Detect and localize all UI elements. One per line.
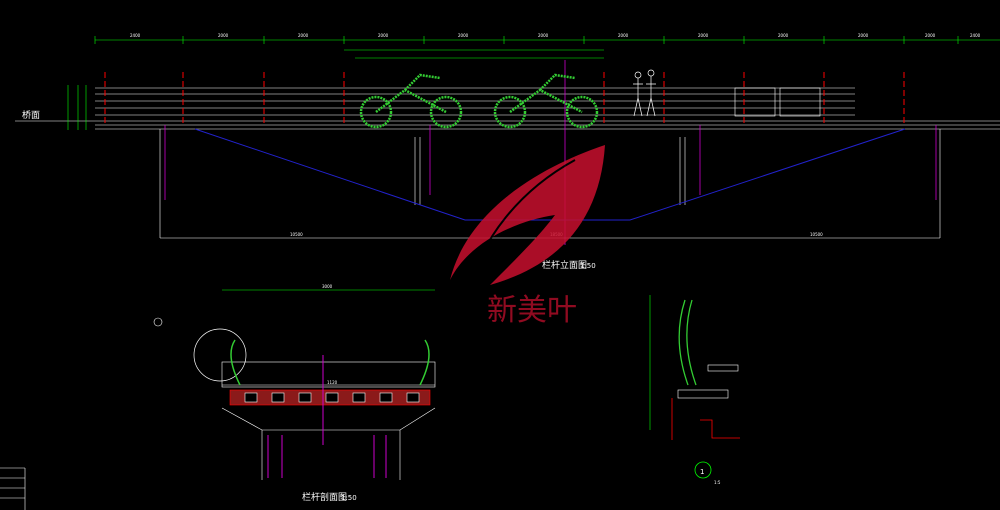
- dim-label: 2000: [298, 33, 309, 38]
- watermark-logo: 新美叶: [450, 145, 605, 328]
- dim-label: 2000: [218, 33, 229, 38]
- detail-marker-circle: [694, 461, 712, 479]
- dim-label: 2000: [458, 33, 469, 38]
- slope-line: [194, 128, 906, 221]
- railing-section-view: 3000 1120 栏: [153, 284, 436, 503]
- title-block-lines: [0, 467, 26, 510]
- elevation-title: 栏杆立面图: [542, 259, 587, 271]
- dim-label: 2000: [618, 33, 629, 38]
- leaf-icon: [450, 145, 605, 285]
- railing-elevation-view: 2400 2000 2000 2000 2000 2000 2000 2000 …: [15, 33, 1000, 271]
- section-scale: 1:50: [341, 494, 357, 502]
- watermark-text: 新美叶: [487, 293, 577, 328]
- dim-label: 2000: [778, 33, 789, 38]
- dim-label: 2400: [130, 33, 141, 38]
- human-figures: [633, 69, 656, 117]
- left-vertical-dims: [67, 85, 87, 130]
- section-width-dim: 3000: [322, 284, 333, 289]
- detail-callout-circle: [193, 328, 247, 382]
- dim-label: 2000: [538, 33, 549, 38]
- detail-marker-scale: 1:5: [714, 480, 721, 485]
- elevation-scale: 1:50: [580, 262, 596, 270]
- detail-marker-number: 1: [700, 468, 704, 476]
- dim-label: 2000: [698, 33, 709, 38]
- dim-label: 2000: [858, 33, 869, 38]
- bridge-deck-label: 桥面: [22, 109, 40, 121]
- section-inner-dim: 1120: [327, 380, 338, 385]
- section-title: 栏杆剖面图: [302, 491, 347, 503]
- railing-detail-view: 1 1:5: [649, 295, 740, 485]
- railing-rails: [95, 87, 1000, 130]
- railing-panels: [734, 87, 821, 117]
- dim-label: 10500: [810, 232, 823, 237]
- cyclist-sculptures: [359, 73, 599, 129]
- top-dimension-labels: 2400 2000 2000 2000 2000 2000 2000 2000 …: [130, 33, 981, 38]
- dim-label: 2400: [970, 33, 981, 38]
- dim-label: 2000: [925, 33, 936, 38]
- dim-label: 10500: [290, 232, 303, 237]
- dim-label: 2000: [378, 33, 389, 38]
- top-dimension-chain: [94, 36, 1000, 59]
